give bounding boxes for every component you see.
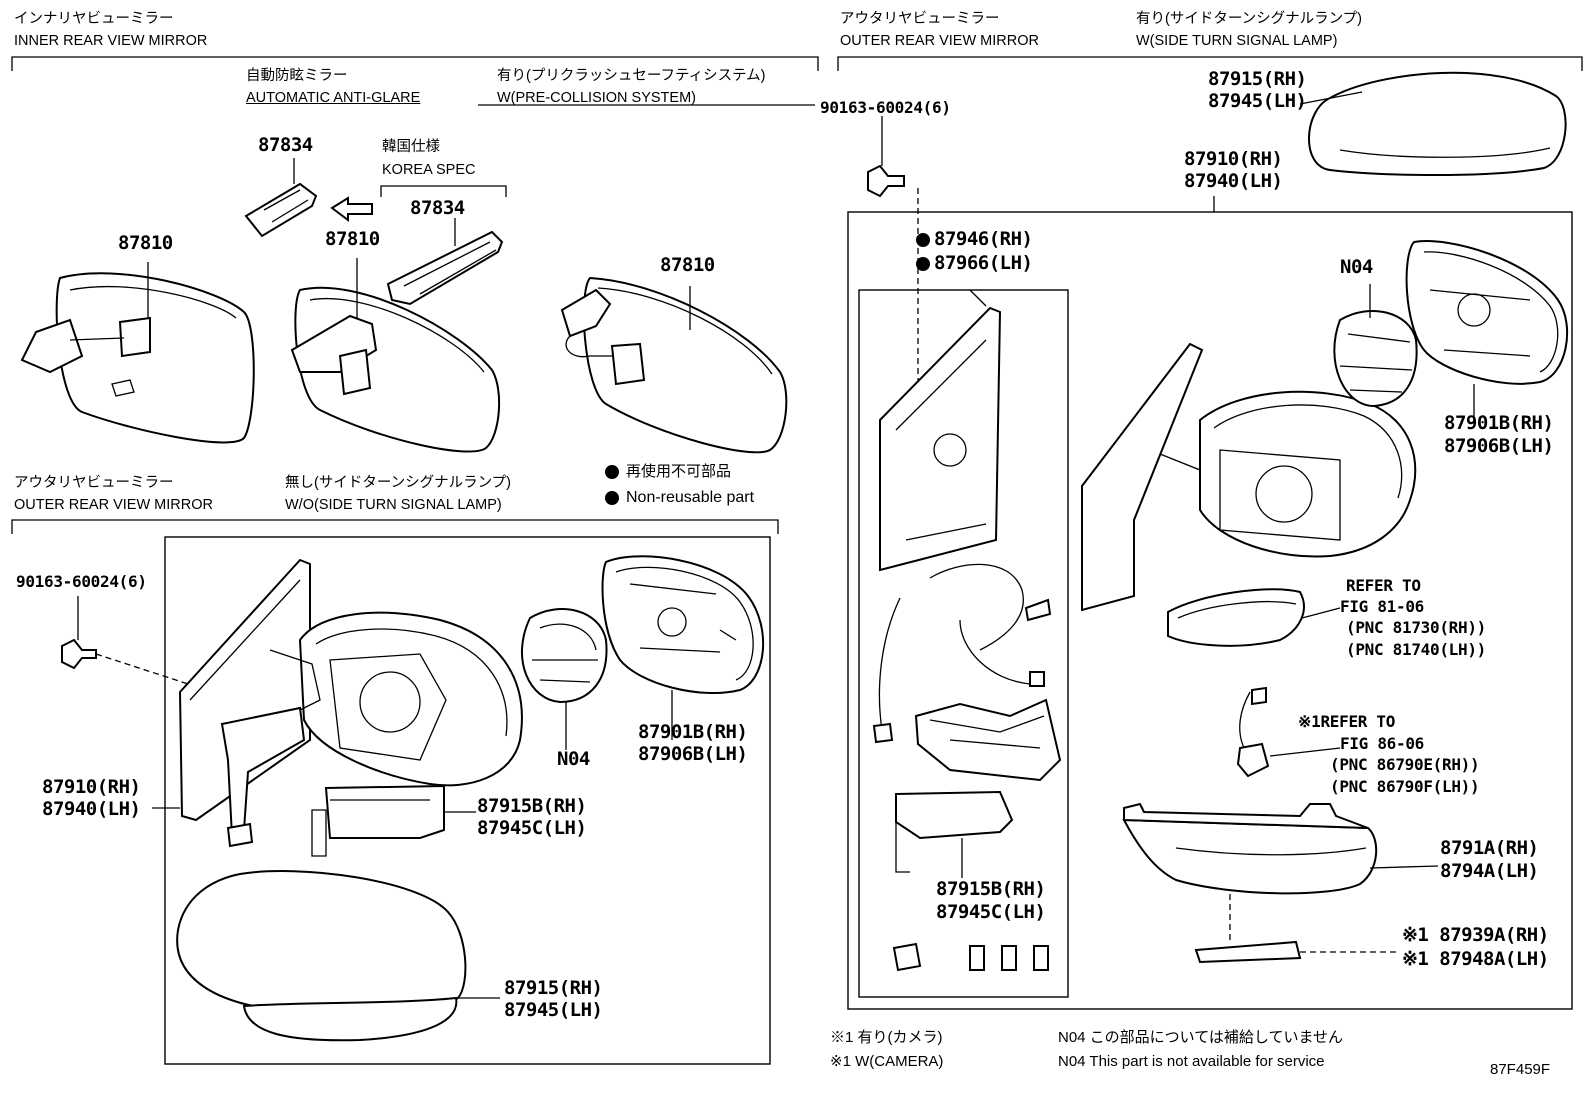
inner-mirror-title-en: INNER REAR VIEW MIRROR <box>14 33 208 49</box>
inner-mirror-2 <box>290 258 501 453</box>
part-87906b-right: 87906B(LH) <box>1444 435 1554 457</box>
part-8791a: 8791A(RH) <box>1440 837 1539 859</box>
part-87945-right: 87945(LH) <box>1208 90 1307 112</box>
part-87945c-left: 87945C(LH) <box>477 817 587 839</box>
ref1-line3: (PNC 81730(RH)) <box>1346 618 1486 637</box>
figure-id: 87F459F <box>1490 1061 1551 1078</box>
wo-lamp-jp: 無し(サイドターンシグナルランプ) <box>285 475 511 491</box>
inner-mirror-3 <box>560 276 788 454</box>
right-outer-mirror <box>867 71 1569 972</box>
auto-antiglare-en: AUTOMATIC ANTI-GLARE <box>246 90 421 106</box>
part-87901b-right: 87901B(RH) <box>1444 412 1554 434</box>
outer-w-title-en: OUTER REAR VIEW MIRROR <box>840 33 1039 49</box>
inner-mirror-1 <box>20 262 255 444</box>
legend-dot-2 <box>605 491 619 505</box>
clip-parts <box>244 158 504 306</box>
part-87810-b: 87810 <box>325 228 380 250</box>
part-bolt-right: 90163-60024(6) <box>820 98 951 117</box>
ref1-line4: (PNC 81740(LH)) <box>1346 640 1486 659</box>
part-87810-c: 87810 <box>660 254 715 276</box>
ref1-line2: FIG 81-06 <box>1340 597 1424 616</box>
part-n04-left: N04 <box>557 748 590 770</box>
footnote-n04-en: N04 This part is not available for servi… <box>1058 1053 1325 1070</box>
legend-nonreusable-en: Non-reusable part <box>626 489 755 506</box>
base-subassy-box <box>858 289 1069 998</box>
part-8794a: 8794A(LH) <box>1440 860 1539 882</box>
pcs-en: W(PRE-COLLISION SYSTEM) <box>497 90 696 106</box>
outer-wo-title-en: OUTER REAR VIEW MIRROR <box>14 497 213 513</box>
part-87966: 87966(LH) <box>934 252 1033 274</box>
part-87834-a: 87834 <box>258 134 313 156</box>
inner-mirror-title-jp: インナリヤビューミラー <box>14 11 174 27</box>
ref2-line4: (PNC 86790F(LH)) <box>1330 777 1480 796</box>
part-87915b-right: 87915B(RH) <box>936 878 1046 900</box>
outer-w-title-jp: アウタリヤビューミラー <box>840 11 1000 27</box>
part-n04-right: N04 <box>1340 256 1373 278</box>
w-lamp-jp: 有り(サイドターンシグナルランプ) <box>1136 11 1362 27</box>
footnote-camera-jp: ※1 有り(カメラ) <box>830 1029 943 1046</box>
part-87910-right: 87910(RH) <box>1184 148 1283 170</box>
part-87945-left: 87945(LH) <box>504 999 603 1021</box>
wo-lamp-en: W/O(SIDE TURN SIGNAL LAMP) <box>285 497 502 513</box>
auto-antiglare-jp: 自動防眩ミラー <box>246 68 348 84</box>
part-87946: 87946(RH) <box>934 228 1033 250</box>
left-outer-mirror <box>61 555 765 1042</box>
legend-dot-1 <box>605 465 619 479</box>
part-bolt-left: 90163-60024(6) <box>16 572 147 591</box>
part-87915-left: 87915(RH) <box>504 977 603 999</box>
footnote-camera-en: ※1 W(CAMERA) <box>830 1053 944 1070</box>
w-lamp-en: W(SIDE TURN SIGNAL LAMP) <box>1136 33 1338 49</box>
part-87945c-right: 87945C(LH) <box>936 901 1046 923</box>
part-87939a: ※1 87939A(RH) <box>1402 924 1549 946</box>
pcs-jp: 有り(プリクラッシュセーフティシステム) <box>497 68 766 84</box>
part-87940-left: 87940(LH) <box>42 798 141 820</box>
part-87915-right: 87915(RH) <box>1208 68 1307 90</box>
part-87910-left: 87910(RH) <box>42 776 141 798</box>
part-87810-a: 87810 <box>118 232 173 254</box>
dot-87946 <box>916 233 930 247</box>
part-87834-b: 87834 <box>410 197 465 219</box>
part-87906b-left: 87906B(LH) <box>638 743 748 765</box>
korea-spec-en: KOREA SPEC <box>382 162 476 178</box>
ref1-line1: REFER TO <box>1346 576 1421 595</box>
wo-lamp-box <box>164 536 771 1065</box>
part-87915b-left: 87915B(RH) <box>477 795 587 817</box>
korea-spec-jp: 韓国仕様 <box>382 139 440 155</box>
w-lamp-box <box>847 211 1573 1010</box>
ref2-line3: (PNC 86790E(RH)) <box>1330 755 1480 774</box>
footnote-n04-jp: N04 この部品については補給していません <box>1058 1029 1344 1046</box>
outer-wo-title-jp: アウタリヤビューミラー <box>14 475 174 491</box>
legend-nonreusable-jp: 再使用不可部品 <box>626 463 732 480</box>
part-87940-right: 87940(LH) <box>1184 170 1283 192</box>
part-87901b-left: 87901B(RH) <box>638 721 748 743</box>
part-87948a: ※1 87948A(LH) <box>1402 948 1549 970</box>
section-brackets <box>11 56 1583 534</box>
ref2-line2: FIG 86-06 <box>1340 734 1424 753</box>
dot-87966 <box>916 257 930 271</box>
ref2-line1: ※1REFER TO <box>1298 712 1396 731</box>
